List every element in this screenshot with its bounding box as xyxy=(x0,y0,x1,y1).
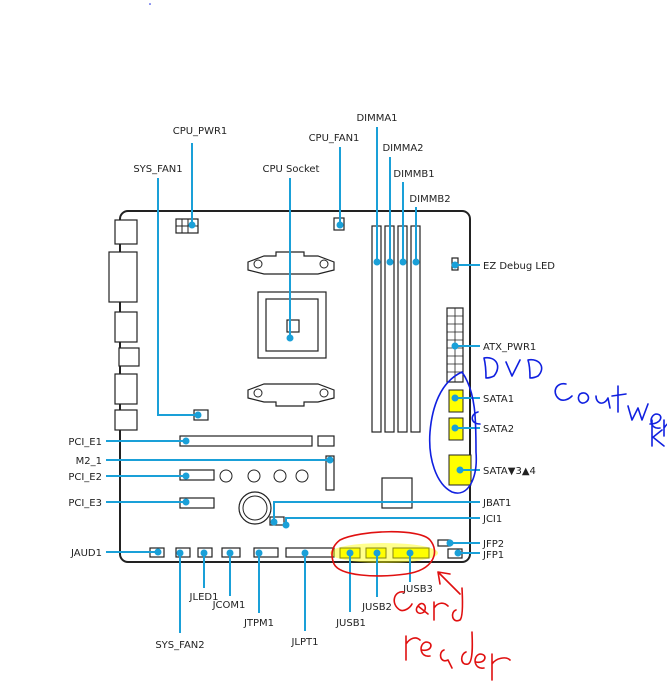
label-dimmb1: DIMMB1 xyxy=(393,169,434,180)
label-cpu-fan1: CPU_FAN1 xyxy=(309,133,360,144)
label-pci-e2: PCI_E2 xyxy=(68,472,102,483)
label-sata34: SATA▼3▲4 xyxy=(483,466,536,477)
cpu-socket xyxy=(257,291,327,359)
label-ez-debug-led: EZ Debug LED xyxy=(483,261,555,272)
stray-dot xyxy=(149,3,151,5)
label-jlpt1: JLPT1 xyxy=(290,637,318,648)
label-jusb3: JUSB3 xyxy=(402,584,433,595)
label-jusb2: JUSB2 xyxy=(361,602,392,613)
rear-io-ports xyxy=(108,219,140,431)
leader-lines xyxy=(106,127,480,633)
label-jcom1: JCOM1 xyxy=(212,600,246,611)
cpu-retention-brackets xyxy=(247,251,335,407)
cmos-battery xyxy=(238,491,272,525)
label-dimma1: DIMMA1 xyxy=(356,113,397,124)
label-atx-pwr1: ATX_PWR1 xyxy=(483,342,536,353)
label-jbat1: JBAT1 xyxy=(482,498,511,509)
label-jci1: JCI1 xyxy=(482,514,502,525)
label-jfp2: JFP2 xyxy=(482,539,504,550)
label-m2-1: M2_1 xyxy=(76,456,102,467)
label-cpu-pwr1: CPU_PWR1 xyxy=(173,126,228,137)
board-holes xyxy=(219,469,309,483)
label-sys-fan1: SYS_FAN1 xyxy=(133,164,182,175)
label-jusb1: JUSB1 xyxy=(335,618,366,629)
label-sata1: SATA1 xyxy=(483,394,514,405)
label-sata2: SATA2 xyxy=(483,424,514,435)
blue-handwritten-annotation xyxy=(428,356,667,494)
chipset xyxy=(381,477,413,509)
label-pci-e3: PCI_E3 xyxy=(68,498,102,509)
jusb-highlight xyxy=(330,543,438,563)
label-jled1: JLED1 xyxy=(189,592,219,603)
label-pci-e1: PCI_E1 xyxy=(68,437,102,448)
label-dimma2: DIMMA2 xyxy=(382,143,423,154)
m2-1-slot xyxy=(325,455,335,491)
red-handwritten-annotation xyxy=(331,530,511,681)
label-sys-fan2: SYS_FAN2 xyxy=(155,640,204,651)
label-dimmb2: DIMMB2 xyxy=(409,194,450,205)
label-cpu-socket: CPU Socket xyxy=(263,164,320,175)
label-jtpm1: JTPM1 xyxy=(243,618,274,629)
label-jaud1: JAUD1 xyxy=(70,548,102,559)
label-jfp1: JFP1 xyxy=(482,550,504,561)
